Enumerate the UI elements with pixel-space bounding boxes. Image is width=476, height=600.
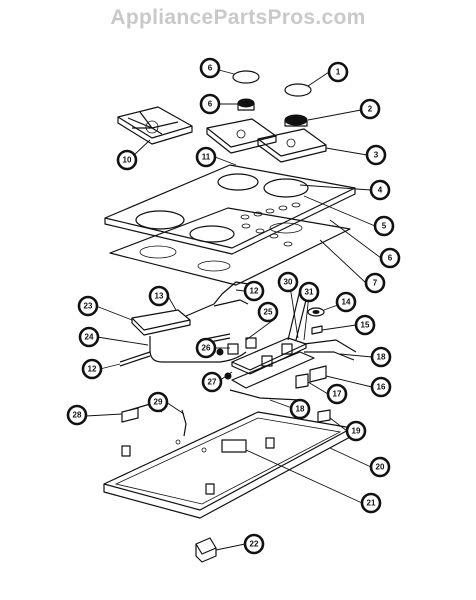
svg-text:2: 2 [368, 105, 373, 114]
callout-23: 23 [77, 295, 99, 317]
burner-base-plates [206, 118, 327, 163]
fittings [229, 307, 357, 401]
callout-17: 17 [326, 383, 348, 405]
callout-20: 20 [369, 456, 391, 478]
svg-text:21: 21 [367, 499, 376, 508]
callout-2: 2 [359, 98, 381, 120]
svg-text:29: 29 [154, 398, 163, 407]
svg-text:6: 6 [388, 254, 393, 263]
callout-12-top: 12 [243, 280, 265, 302]
valve-assembly [216, 289, 315, 389]
svg-text:20: 20 [376, 463, 385, 472]
callout-11: 11 [195, 146, 217, 168]
callout-3: 3 [365, 144, 387, 166]
burner-grate [117, 106, 193, 145]
svg-text:31: 31 [305, 288, 314, 297]
svg-text:6: 6 [208, 100, 213, 109]
callout-6-cap: 6 [199, 57, 221, 79]
callout-4: 4 [369, 179, 391, 201]
gas-regulator [195, 537, 217, 563]
callout-16: 16 [370, 376, 392, 398]
callout-26: 26 [195, 337, 217, 359]
callout-28: 28 [66, 404, 88, 426]
svg-text:22: 22 [250, 540, 259, 549]
callout-15: 15 [354, 314, 376, 336]
svg-text:12: 12 [250, 287, 259, 296]
svg-text:6: 6 [208, 64, 213, 73]
svg-text:1: 1 [336, 68, 341, 77]
svg-text:3: 3 [374, 151, 379, 160]
svg-text:28: 28 [73, 411, 82, 420]
callout-18-low: 18 [289, 398, 311, 420]
callout-18: 18 [370, 346, 392, 368]
callout-6-glass: 6 [379, 247, 401, 269]
svg-text:5: 5 [382, 222, 387, 231]
svg-text:11: 11 [202, 153, 211, 162]
svg-text:10: 10 [123, 156, 132, 165]
callout-21: 21 [360, 492, 382, 514]
svg-text:7: 7 [373, 279, 378, 288]
svg-text:27: 27 [208, 378, 217, 387]
leader-lines [85, 69, 382, 551]
callout-5: 5 [373, 215, 395, 237]
svg-text:25: 25 [264, 308, 273, 317]
callout-30: 30 [277, 271, 299, 293]
callout-6-head: 6 [199, 93, 221, 115]
svg-text:13: 13 [155, 292, 164, 301]
watermark: AppliancePartsPros.com [110, 6, 366, 29]
callout-25: 25 [257, 301, 279, 323]
svg-text:17: 17 [333, 390, 342, 399]
burner-heads [237, 98, 308, 127]
svg-text:15: 15 [361, 321, 370, 330]
burner-caps [232, 70, 312, 97]
callout-29: 29 [147, 391, 169, 413]
callout-7: 7 [364, 272, 386, 294]
svg-text:14: 14 [342, 298, 351, 307]
svg-text:26: 26 [202, 344, 211, 353]
svg-text:19: 19 [352, 427, 361, 436]
svg-text:30: 30 [284, 278, 293, 287]
svg-text:12: 12 [88, 365, 97, 374]
bottom-pan [103, 411, 353, 519]
lower-layer [109, 207, 351, 286]
callout-22: 22 [243, 533, 265, 555]
callout-24: 24 [78, 326, 100, 348]
svg-text:4: 4 [378, 186, 383, 195]
callout-10: 10 [116, 149, 138, 171]
svg-text:24: 24 [85, 333, 94, 342]
callout-1: 1 [327, 61, 349, 83]
svg-text:18: 18 [296, 405, 305, 414]
svg-text:18: 18 [377, 353, 386, 362]
callout-13: 13 [148, 285, 170, 307]
svg-text:23: 23 [84, 302, 93, 311]
callout-14: 14 [335, 291, 357, 313]
svg-text:16: 16 [377, 383, 386, 392]
callout-31: 31 [298, 281, 320, 303]
callout-27: 27 [201, 371, 223, 393]
callout-19: 19 [345, 420, 367, 442]
cooktop-glass [104, 164, 356, 255]
callout-12-left: 12 [81, 358, 103, 380]
